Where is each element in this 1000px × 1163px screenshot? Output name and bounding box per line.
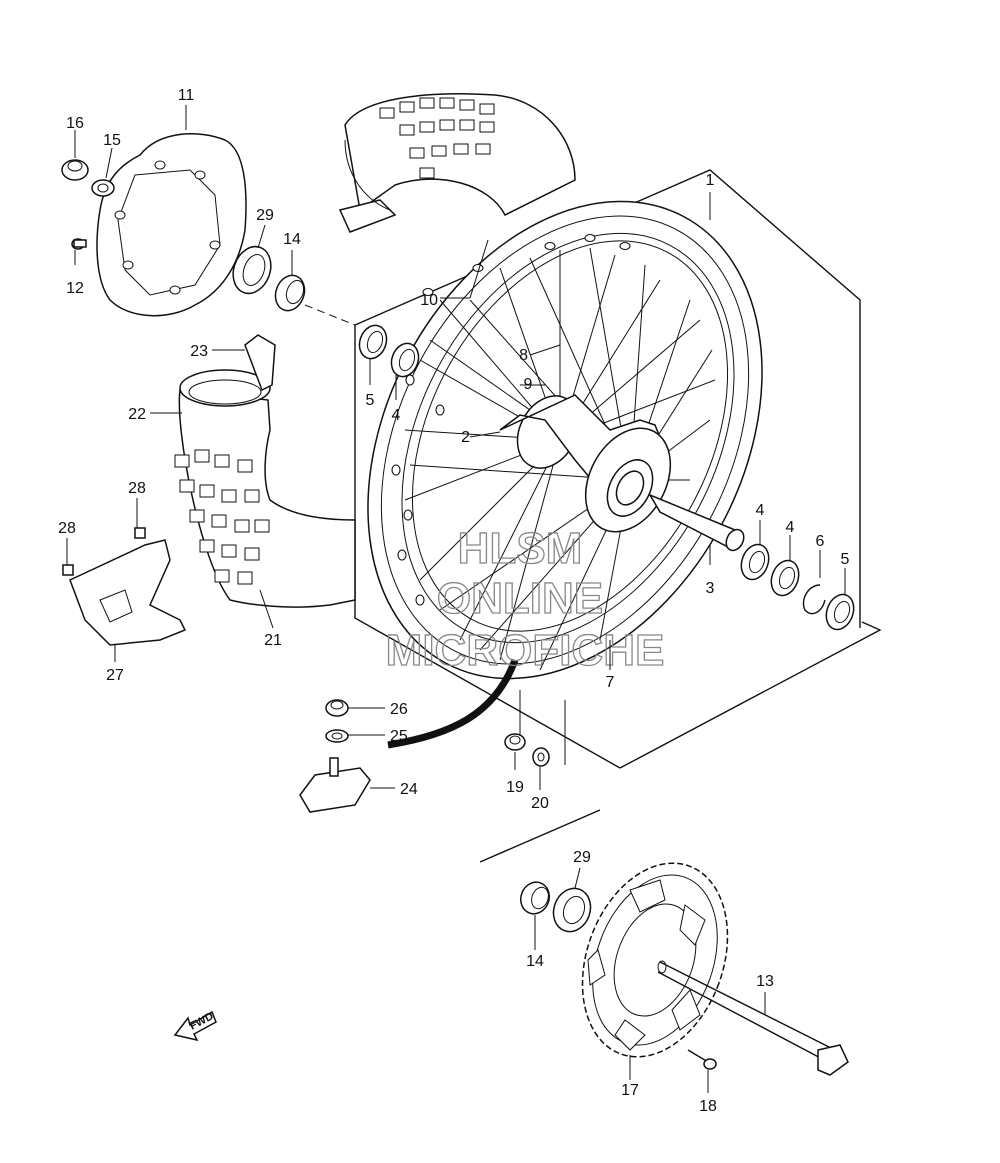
callout-14-right: 14 [526, 953, 544, 970]
callout-19: 19 [506, 779, 524, 796]
sprocket-bolt [687, 1049, 717, 1070]
rim-lock [299, 757, 371, 813]
callout-5-right: 5 [841, 551, 850, 568]
callout-23: 23 [190, 343, 208, 360]
rear-sprocket [581, 862, 729, 1058]
disc-nut [61, 159, 89, 181]
callout-28-left: 28 [58, 520, 76, 537]
watermark-line-3: MICROFICHE [386, 626, 665, 675]
seal-right [825, 593, 855, 631]
circlip [802, 584, 826, 615]
rear-axle [657, 960, 849, 1076]
callout-14-left: 14 [283, 231, 301, 248]
callout-29-right: 29 [573, 849, 591, 866]
disc-bolt [71, 238, 87, 250]
watermark: HLSM ONLINE MICROFICHE [385, 523, 665, 675]
callout-7: 7 [606, 674, 615, 691]
callout-8: 8 [519, 347, 528, 364]
guard-bolt-1 [134, 527, 146, 539]
guard-bolt-2 [62, 564, 74, 576]
axis-dash-left [304, 304, 356, 326]
leader-lines [66, 105, 846, 1093]
watermark-line-1: HLSM [458, 524, 583, 573]
bearing-left [390, 342, 420, 378]
callout-17: 17 [621, 1082, 639, 1099]
callout-4-left: 4 [392, 407, 401, 424]
spacer-right [520, 881, 550, 915]
valve-washer [325, 729, 349, 743]
brake-disc [96, 133, 247, 317]
spoke-nipple-nut [504, 733, 526, 751]
callout-12: 12 [66, 280, 84, 297]
callout-3: 3 [706, 580, 715, 597]
callout-27: 27 [106, 667, 124, 684]
rim-strap-band [387, 658, 519, 749]
callout-9: 9 [524, 376, 533, 393]
valve-nut [325, 699, 349, 717]
bearing-right-1 [740, 543, 770, 581]
bearing-right-2 [770, 559, 800, 597]
callout-1: 1 [706, 172, 715, 189]
tire-top [338, 93, 576, 233]
callout-6: 6 [816, 533, 825, 550]
callout-2: 2 [461, 429, 470, 446]
callout-16: 16 [66, 115, 84, 132]
callout-26: 26 [390, 701, 408, 718]
fwd-arrow-icon: FWD [173, 1010, 217, 1042]
wheel-hub [499, 394, 672, 533]
callout-4-right-2: 4 [786, 519, 795, 536]
callout-18: 18 [699, 1098, 717, 1115]
callout-13: 13 [756, 973, 774, 990]
callout-25: 25 [390, 728, 408, 745]
spoke-washer [532, 747, 550, 767]
callout-21: 21 [264, 632, 282, 649]
tire-side [174, 369, 356, 608]
axle-spacer [648, 493, 745, 552]
seal-left [358, 324, 388, 360]
spacer-left [274, 274, 306, 312]
callout-4-right-1: 4 [756, 502, 765, 519]
sprocket-group-line [479, 809, 601, 863]
callout-22: 22 [128, 406, 146, 423]
callout-10: 10 [420, 292, 438, 309]
tube-tab [244, 334, 276, 392]
callout-11: 11 [178, 87, 195, 104]
disc-guard [69, 539, 187, 646]
collar-right [552, 887, 592, 933]
callout-20: 20 [531, 795, 549, 812]
callout-labels: 1 2 3 4 4 4 5 5 6 7 8 9 10 11 12 13 14 1… [58, 87, 849, 1115]
callout-24: 24 [400, 781, 418, 798]
watermark-line-2: ONLINE [437, 574, 603, 623]
callout-28-right: 28 [128, 480, 146, 497]
callout-15: 15 [103, 132, 121, 149]
disc-washer [91, 179, 115, 197]
callout-29-left: 29 [256, 207, 274, 224]
callout-5-left: 5 [366, 392, 375, 409]
collar-left [232, 245, 272, 295]
